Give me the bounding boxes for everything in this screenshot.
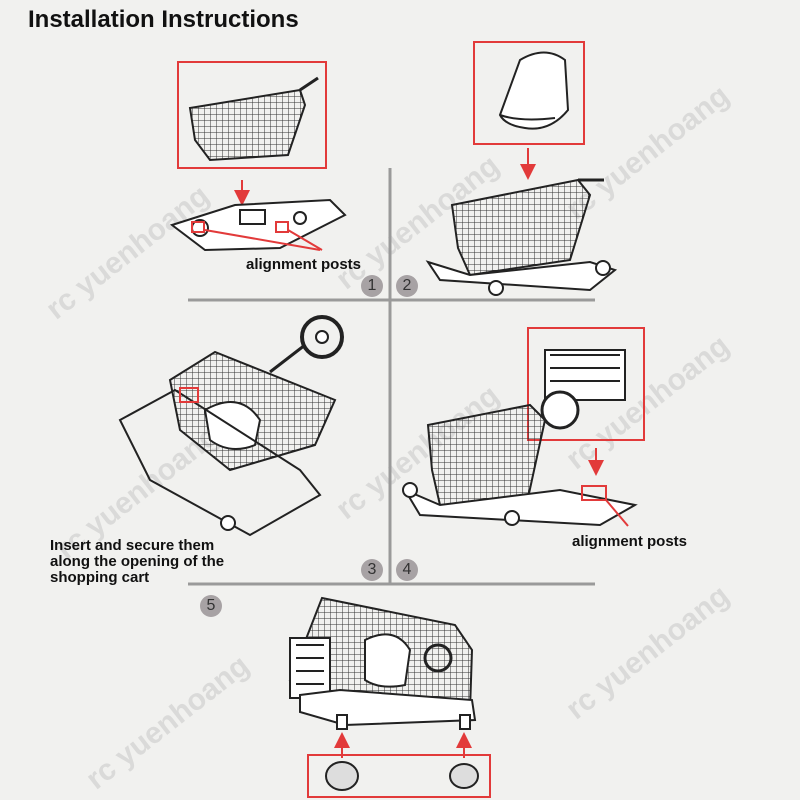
step4-post-marker bbox=[581, 485, 607, 501]
step-badge-5: 5 bbox=[200, 595, 222, 617]
step4-pointer-line bbox=[605, 499, 629, 527]
alignment-posts-label: alignment posts bbox=[246, 256, 362, 273]
step1-post-marker bbox=[191, 221, 205, 233]
step2-cart-assembly bbox=[425, 178, 618, 296]
insert-instruction-label: Insert and secure them along the opening… bbox=[50, 537, 225, 586]
step1-post-marker bbox=[275, 221, 289, 233]
step-badge-2: 2 bbox=[396, 275, 418, 297]
step-badge-3: 3 bbox=[361, 559, 383, 581]
panel-dividers bbox=[188, 168, 595, 586]
step2-seat-box bbox=[473, 41, 585, 145]
step-badge-1: 1 bbox=[361, 275, 383, 297]
step3-mount-marker bbox=[179, 387, 199, 403]
step5-wheels-box bbox=[307, 754, 491, 798]
step4-engine-box bbox=[527, 327, 645, 441]
step1-pointer-line bbox=[287, 229, 323, 251]
step4-cart-assembly bbox=[402, 403, 638, 527]
step1-chassis bbox=[169, 198, 347, 252]
steering-wheel-icon bbox=[300, 315, 344, 359]
step1-pointer-line bbox=[204, 229, 321, 251]
step1-cart-box bbox=[177, 61, 327, 169]
page-title: Installation Instructions bbox=[28, 6, 299, 33]
step3-assembly bbox=[118, 315, 344, 537]
alignment-posts-label: alignment posts bbox=[572, 533, 688, 550]
steering-wheel-icon bbox=[423, 643, 453, 673]
step5-assembly bbox=[288, 596, 477, 730]
step-badge-4: 4 bbox=[396, 559, 418, 581]
